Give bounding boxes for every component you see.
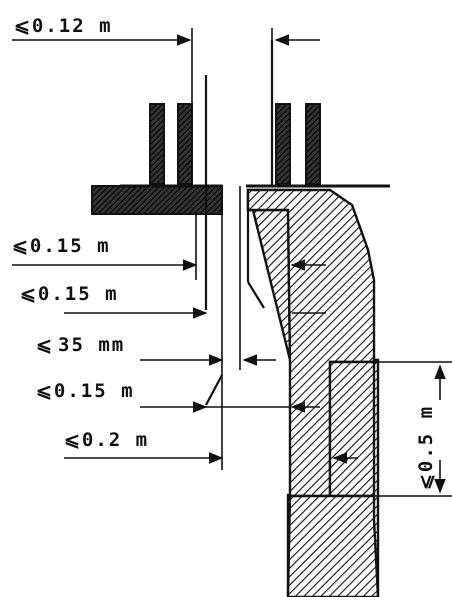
- right-post-inner: [275, 103, 291, 185]
- left-post-inner: [177, 103, 193, 185]
- dim-gap-e: ⩽0.2 m: [64, 429, 149, 451]
- dim-gap-b: ⩽0.15 m: [20, 283, 119, 305]
- vehicle-floor-left: [91, 185, 223, 215]
- dim-gap-d: ⩽0.15 m: [36, 380, 135, 402]
- dim-gap-c: 35 mm: [58, 334, 125, 356]
- dim-height: ⩽0.5 m: [415, 405, 437, 490]
- left-post-outer: [149, 103, 165, 185]
- platform-foot: [286, 494, 380, 597]
- dim-gap-a: ⩽0.15 m: [12, 235, 111, 257]
- platform-lower: [328, 360, 376, 498]
- dim-top-gap: ⩽0.12 m: [14, 15, 113, 37]
- dim-gap-c-prefix: ⩽: [36, 334, 54, 356]
- right-post-outer: [305, 103, 321, 185]
